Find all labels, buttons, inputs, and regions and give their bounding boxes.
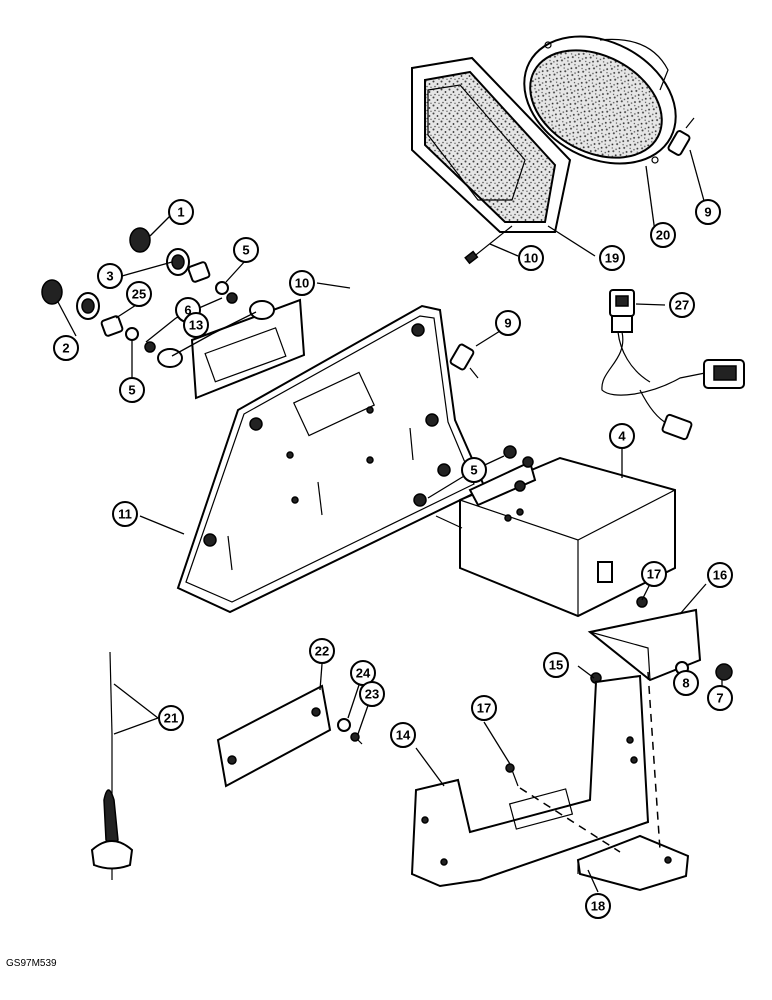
callout-10b-label: 10: [524, 251, 538, 266]
callout-9b: 9: [695, 199, 721, 225]
callout-5-label: 5: [242, 243, 249, 258]
spade-connector-upper: [667, 117, 695, 156]
callout-23-label: 23: [365, 687, 379, 702]
screw-upper: [464, 225, 513, 265]
callout-11: 11: [112, 501, 138, 527]
callout-20: 20: [650, 222, 676, 248]
callout-13-label: 13: [189, 318, 203, 333]
callout-19-label: 19: [605, 251, 619, 266]
antenna: [90, 651, 134, 880]
callout-9: 9: [495, 310, 521, 336]
callout-7-label: 7: [716, 691, 723, 706]
callout-16: 16: [707, 562, 733, 588]
callout-3: 3: [97, 263, 123, 289]
callout-14-label: 14: [396, 728, 411, 743]
callout-21-label: 21: [164, 711, 178, 726]
callout-1-label: 1: [177, 205, 184, 220]
callout-20-label: 20: [656, 228, 670, 243]
callout-2: 2: [53, 335, 79, 361]
mounting-bracket-small: [587, 596, 702, 682]
callout-22-label: 22: [315, 644, 329, 659]
support-bracket: [576, 834, 690, 892]
callout-21: 21: [158, 705, 184, 731]
washer-screw: [337, 718, 363, 745]
radio-panel: [176, 304, 487, 614]
callout-27-label: 27: [675, 298, 689, 313]
callout-9-label: 9: [504, 316, 511, 331]
callout-10-label: 10: [295, 276, 309, 291]
callout-25: 25: [126, 281, 152, 307]
callout-23: 23: [359, 681, 385, 707]
cover-plate: [216, 684, 332, 788]
callout-10b: 10: [518, 245, 544, 271]
callout-15: 15: [543, 652, 569, 678]
callout-8: 8: [673, 670, 699, 696]
callout-5c-label: 5: [470, 463, 477, 478]
callout-18-label: 18: [591, 899, 605, 914]
wiring-harness: [601, 289, 745, 441]
callout-22: 22: [309, 638, 335, 664]
callout-17b-label: 17: [477, 701, 491, 716]
screw-17-lower: [505, 763, 519, 787]
callout-5: 5: [233, 237, 259, 263]
radio-unit: [435, 456, 676, 618]
callout-4: 4: [609, 423, 635, 449]
mounting-bracket-large: [410, 674, 650, 888]
callout-9b-label: 9: [704, 205, 711, 220]
callout-4-label: 4: [618, 429, 626, 444]
callout-3-label: 3: [106, 269, 113, 284]
callout-25-label: 25: [132, 287, 146, 302]
callout-24-label: 24: [356, 666, 371, 681]
speaker-bezel: [411, 56, 572, 233]
callout-14: 14: [390, 722, 416, 748]
figure-code: GS97M539: [6, 958, 57, 969]
callout-18: 18: [585, 893, 611, 919]
callout-27: 27: [669, 292, 695, 318]
speaker: [523, 35, 677, 165]
callout-17-label: 17: [647, 567, 661, 582]
radio-nuts: [413, 445, 517, 507]
radio-knobs: [41, 227, 238, 353]
callout-15-label: 15: [549, 658, 563, 673]
callout-24: 24: [350, 660, 376, 686]
callout-17b: 17: [471, 695, 497, 721]
callout-10: 10: [289, 270, 315, 296]
callout-11-label: 11: [118, 507, 132, 522]
callout-7: 7: [707, 685, 733, 711]
callout-5c: 5: [461, 457, 487, 483]
callout-8-label: 8: [682, 676, 689, 691]
callout-1: 1: [168, 199, 194, 225]
callout-2-label: 2: [62, 341, 69, 356]
callout-6-label: 6: [184, 303, 191, 318]
callout-17: 17: [641, 561, 667, 587]
alignment-lines: [519, 671, 661, 853]
callout-19: 19: [599, 245, 625, 271]
callout-5b: 5: [119, 377, 145, 403]
callout-5b-label: 5: [128, 383, 135, 398]
callout-16-label: 16: [713, 568, 727, 583]
callout-13: 13: [183, 312, 209, 338]
spade-connector-mid: [449, 343, 479, 379]
